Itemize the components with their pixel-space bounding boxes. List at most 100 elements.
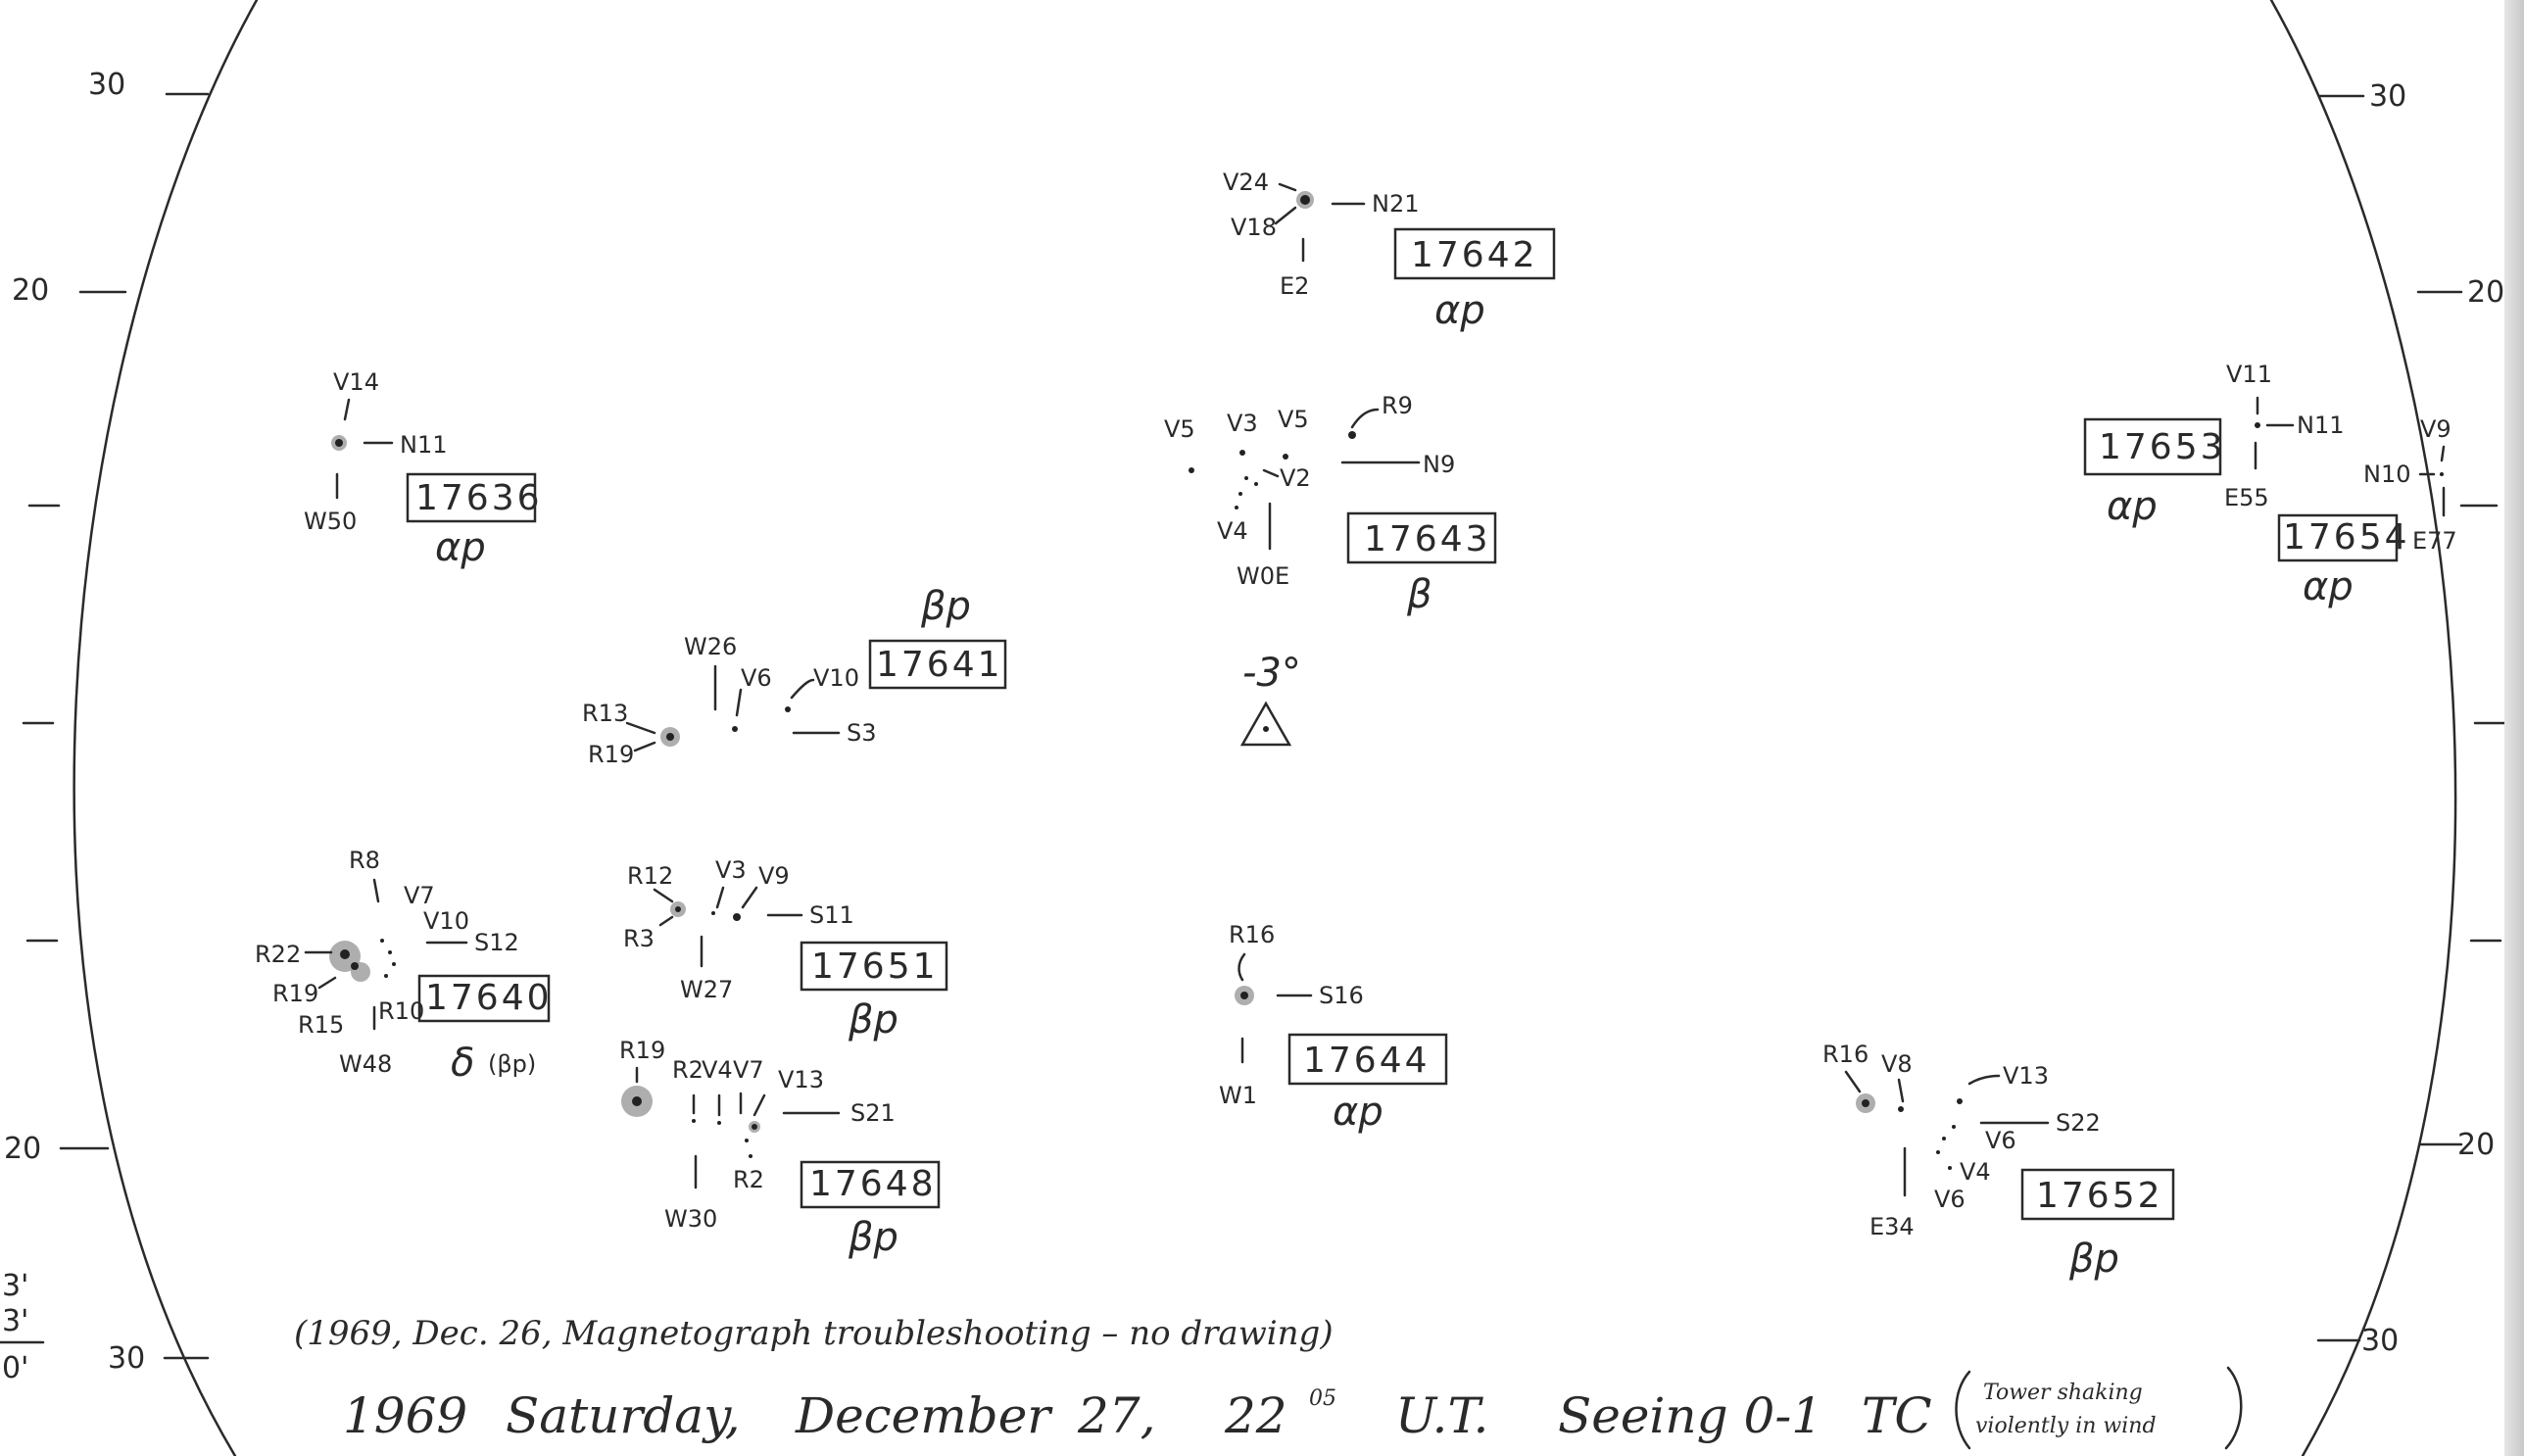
spot-label: R2 xyxy=(733,1166,764,1193)
region-class: αp xyxy=(2107,484,2158,529)
spot-label: V18 xyxy=(1231,214,1277,241)
region-17640: R8 V7 V10 R22 S12 R19 R15 R10 17640 W48 … xyxy=(255,847,553,1086)
spot-label: R2 xyxy=(672,1056,704,1084)
disk-center-marker: -3° xyxy=(1239,651,1301,747)
region-17641: βp 17641 W26 V6 V10 R13 R19 S3 xyxy=(582,584,1007,768)
region-class: αp xyxy=(1333,1090,1383,1135)
region-class: βp xyxy=(848,997,898,1043)
spot-label: V4 xyxy=(702,1056,733,1084)
time-unit: U.T. xyxy=(1395,1387,1488,1444)
spot-label: S21 xyxy=(850,1099,896,1127)
tick-label: 20 xyxy=(12,273,49,308)
tick-label: 20 xyxy=(2467,275,2504,310)
spot-label: S22 xyxy=(2056,1109,2101,1137)
spot-label: N21 xyxy=(1372,190,1420,218)
region-17648: R19 R2 V4 V7 V13 S21 R2 W30 17648 βp xyxy=(619,1037,941,1260)
tick-label: 30 xyxy=(88,68,125,102)
spot-label: V5 xyxy=(1278,406,1309,433)
time-minute: 05 xyxy=(1309,1386,1336,1411)
spot-label: E34 xyxy=(1869,1213,1915,1240)
spot-label: V9 xyxy=(758,862,790,890)
tick-label: 30 xyxy=(2369,79,2406,114)
seeing-condition: Seeing 0-1 xyxy=(1558,1387,1822,1444)
spot-label: V11 xyxy=(2226,361,2272,388)
center-offset-label: -3° xyxy=(1242,651,1301,696)
latitude-ticks-right: 30 20 20 30 xyxy=(2316,79,2506,1358)
region-class: β xyxy=(1406,572,1432,617)
spot-label: R22 xyxy=(255,941,301,968)
scale-label: 3' xyxy=(2,1304,28,1338)
region-number: 17644 xyxy=(1303,1041,1431,1081)
spot-label: R19 xyxy=(588,741,634,768)
spot-label: W50 xyxy=(304,508,357,535)
spot-label: W26 xyxy=(684,633,737,660)
date-day: 27, xyxy=(1077,1387,1156,1444)
spot-label: R15 xyxy=(298,1011,344,1039)
tick-label: 30 xyxy=(2361,1324,2399,1358)
remark-line-2: violently in wind xyxy=(1975,1414,2157,1438)
spot-label: R8 xyxy=(349,847,380,874)
date-year: 1969 xyxy=(343,1387,467,1444)
spot-label: V5 xyxy=(1164,415,1195,443)
spot-label: V24 xyxy=(1223,169,1269,196)
spot-label: S3 xyxy=(847,719,877,747)
scale-label: 0' xyxy=(2,1351,28,1385)
region-class: αp xyxy=(1434,288,1485,333)
spot-label: N11 xyxy=(400,431,448,459)
date-month: December xyxy=(795,1387,1053,1444)
spot-label: V3 xyxy=(1227,410,1258,437)
spot-label: V6 xyxy=(1934,1186,1966,1213)
remark-line-1: Tower shaking xyxy=(1983,1381,2143,1405)
scale-label: 3' xyxy=(2,1269,28,1303)
region-class: δ xyxy=(451,1041,474,1086)
spot-label: V7 xyxy=(733,1056,764,1084)
spot-label: V4 xyxy=(1217,517,1248,545)
region-17653: V11 N11 17653 E55 αp xyxy=(2083,361,2345,529)
region-number: 17648 xyxy=(809,1164,937,1204)
region-class: αp xyxy=(435,525,486,570)
spot-label: V13 xyxy=(2003,1062,2049,1090)
date-weekday: Saturday, xyxy=(506,1387,741,1444)
spot-label: R3 xyxy=(623,925,655,952)
margin-scale: 3' 3' 0' xyxy=(0,1269,45,1385)
region-17642: V24 V18 N21 E2 17642 αp xyxy=(1223,169,1556,333)
previous-day-note: (1969, Dec. 26, Magnetograph troubleshoo… xyxy=(294,1314,1334,1353)
region-class: αp xyxy=(2303,564,2354,609)
spot-label: V13 xyxy=(778,1066,824,1093)
spot-label: W30 xyxy=(664,1205,717,1233)
observer-initials: TC xyxy=(1862,1387,1932,1444)
region-number: 17640 xyxy=(425,978,553,1018)
spot-label: W0E xyxy=(1237,562,1289,590)
time-hour: 22 xyxy=(1224,1387,1287,1444)
spot-label: R10 xyxy=(378,997,424,1025)
region-17643: V5 V3 V5 R9 V2 N9 V4 W0E 17643 β xyxy=(1164,392,1497,617)
tick-label: 20 xyxy=(4,1132,41,1166)
spot-label: V9 xyxy=(2420,415,2451,443)
observation-notes: (1969, Dec. 26, Magnetograph troubleshoo… xyxy=(294,1314,2243,1450)
spot-label: V4 xyxy=(1960,1158,1991,1186)
spot-label: R19 xyxy=(619,1037,665,1064)
region-17652: R16 V8 V13 S22 V6 V4 V6 E34 17652 βp xyxy=(1822,1041,2175,1282)
region-number: 17652 xyxy=(2036,1176,2163,1216)
spot-label: S16 xyxy=(1319,982,1364,1009)
spot-label: E77 xyxy=(2412,527,2457,555)
region-number: 17643 xyxy=(1364,519,1491,559)
region-number: 17641 xyxy=(876,645,1003,685)
spot-label: R16 xyxy=(1229,921,1275,948)
spot-label: W27 xyxy=(680,976,733,1003)
spot-label: E55 xyxy=(2224,484,2269,511)
solar-limb-left xyxy=(73,0,259,1456)
spot-label: V7 xyxy=(404,882,435,909)
region-17636: V14 N11 W50 17636 αp xyxy=(304,368,540,570)
latitude-ticks-left: 30 20 20 30 xyxy=(4,68,210,1376)
page-edge-shadow xyxy=(2504,0,2524,1456)
spot-label: R9 xyxy=(1382,392,1413,419)
region-class-qualifier: (βp) xyxy=(488,1050,536,1078)
spot-label: V8 xyxy=(1881,1050,1913,1078)
spot-label: S11 xyxy=(809,901,854,929)
region-17644: R16 S16 17644 W1 αp xyxy=(1219,921,1448,1135)
spot-label: V3 xyxy=(715,856,747,884)
spot-label: N9 xyxy=(1423,451,1455,478)
region-number: 17642 xyxy=(1411,235,1538,275)
